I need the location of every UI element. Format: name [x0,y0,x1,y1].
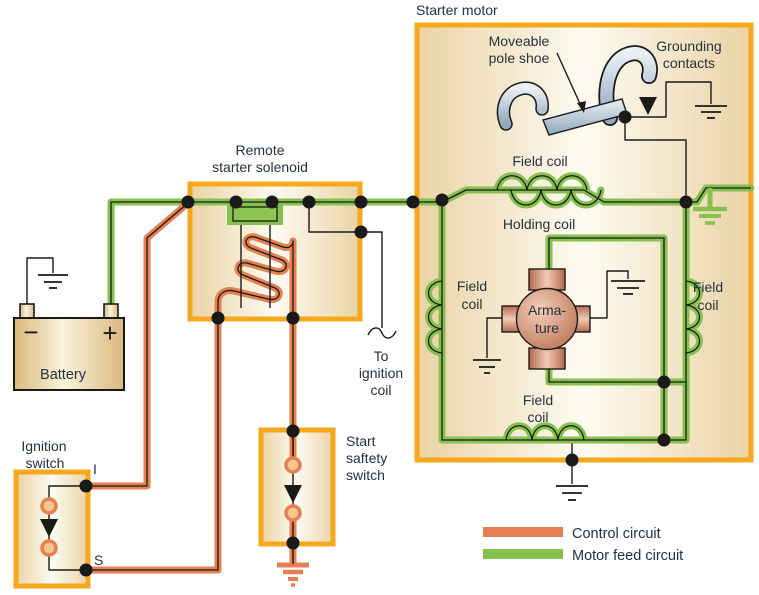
control-wires [82,199,297,574]
ignition-switch-contacts [40,497,58,557]
pole-shoe-pointer-arrow [556,52,586,113]
remote-starter-solenoid-label: starter solenoid [212,159,308,175]
armature-label: Arma- [528,302,566,318]
battery-label: Battery [40,367,87,383]
legend: Control circuit Motor feed circuit [483,526,683,564]
field-coil-right-label: Field [693,279,723,295]
field-coil-left-label: coil [461,296,482,312]
to-ignition-coil-label: coil [370,382,391,398]
grounding-contact-to-field-wire [624,117,687,202]
battery-minus-symbol: − [23,317,38,347]
ignition-coil-tap-wire [308,202,383,328]
remote-starter-solenoid-label: Remote [235,142,284,158]
armature: Arma- ture [501,268,591,370]
start-safety-switch-label: Start [346,433,376,449]
diagram-labels: Starter motor Moveable pole shoe Groundi… [21,2,723,568]
battery-plus-symbol: + [102,318,117,348]
terminal-i-label: I [93,461,97,477]
field-coil-bottom-label: Field [523,392,553,408]
armature-left-ground-icon [473,317,504,374]
ignition-switch-label: switch [26,455,65,471]
legend-motor-feed-swatch [483,549,563,559]
armature-label: ture [535,320,559,336]
field-coil-top-label: Field coil [512,153,567,169]
to-ignition-coil-label: To [374,348,389,364]
field-coil-left-label: Field [457,278,487,294]
starter-motor-box [414,22,754,463]
grounding-contacts-ground-icon [625,81,727,119]
solenoid-contact-bar [227,203,283,225]
legend-motor-feed-label: Motor feed circuit [572,548,683,564]
moveable-pole-shoe-label: pole shoe [489,50,550,66]
armature-right-ground-icon [588,270,645,319]
ignition-switch-label: Ignition [21,438,66,454]
ignition-coil-squiggle-icon [367,327,397,339]
grounding-contacts-label: contacts [663,55,715,71]
holding-coil-label: Holding coil [503,216,575,232]
start-safety-switch-label: switch [346,467,385,483]
junction-dots [79,110,693,577]
motor-case-ground-icon [693,188,727,225]
legend-control-label: Control circuit [572,526,661,542]
field-coil-bottom-label: coil [527,409,548,425]
moveable-pole-shoe [496,45,658,136]
legend-control-swatch [483,527,563,537]
battery-ground-icon [26,257,68,305]
moveable-pole-shoe-label: Moveable [489,33,550,49]
battery: − + Battery [13,303,125,391]
to-ignition-coil-label: ignition [359,365,403,381]
motor-feed-wires [107,172,755,444]
terminal-s-label: S [94,552,103,568]
start-safety-switch-contacts [284,456,302,522]
field-coil-right-label: coil [697,297,718,313]
starter-motor-label: Starter motor [416,2,498,18]
grounding-contacts-label: Grounding [656,38,721,54]
start-safety-switch-label: saftety [346,450,387,466]
grounding-contact-arrow-icon [639,97,657,115]
safety-switch-ground-icon [277,562,309,587]
